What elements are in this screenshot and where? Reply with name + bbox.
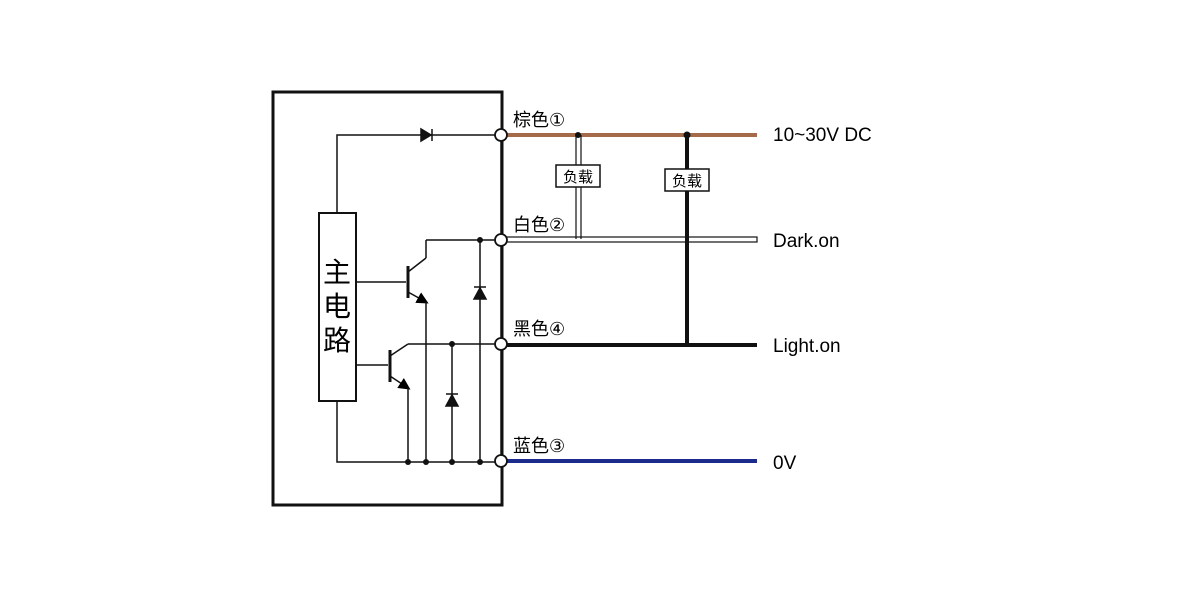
- wire-label-black: 黑色④: [513, 319, 565, 340]
- load-2: 负载: [664, 131, 710, 345]
- wire-label-brown: 棕色①: [513, 110, 565, 131]
- junction-dots: [405, 237, 483, 465]
- protection-diode-icon-1: [472, 286, 488, 300]
- supply-diode-icon: [420, 127, 433, 143]
- sensor-housing: [271, 90, 504, 507]
- load-1-label: 负载: [563, 168, 593, 186]
- wire-label-white: 白色②: [513, 215, 565, 236]
- load-2-box: [664, 168, 710, 192]
- main-circuit-label-2: 电: [323, 290, 351, 323]
- output-label-dark-on: Dark.on: [773, 231, 840, 252]
- terminals: [494, 128, 508, 468]
- output-label-0v: 0V: [773, 453, 797, 474]
- terminal-brown: [494, 128, 508, 142]
- main-circuit-label-3: 路: [323, 324, 351, 357]
- output-label-supply: 10~30V DC: [773, 125, 872, 146]
- internal-circuit: [336, 127, 502, 463]
- main-circuit-label-1: 主: [323, 256, 351, 289]
- terminal-black: [494, 337, 508, 351]
- terminal-blue: [494, 454, 508, 468]
- white-wire: [500, 236, 758, 243]
- wire-label-blue: 蓝色③: [513, 436, 565, 457]
- load-2-label: 负载: [672, 172, 702, 190]
- output-label-light-on: Light.on: [773, 336, 841, 357]
- main-circuit-block: [318, 212, 357, 402]
- load-1: 负载: [555, 132, 601, 239]
- protection-diode-icon-2: [444, 393, 460, 407]
- load-1-box: [555, 164, 601, 188]
- terminal-white: [494, 233, 508, 247]
